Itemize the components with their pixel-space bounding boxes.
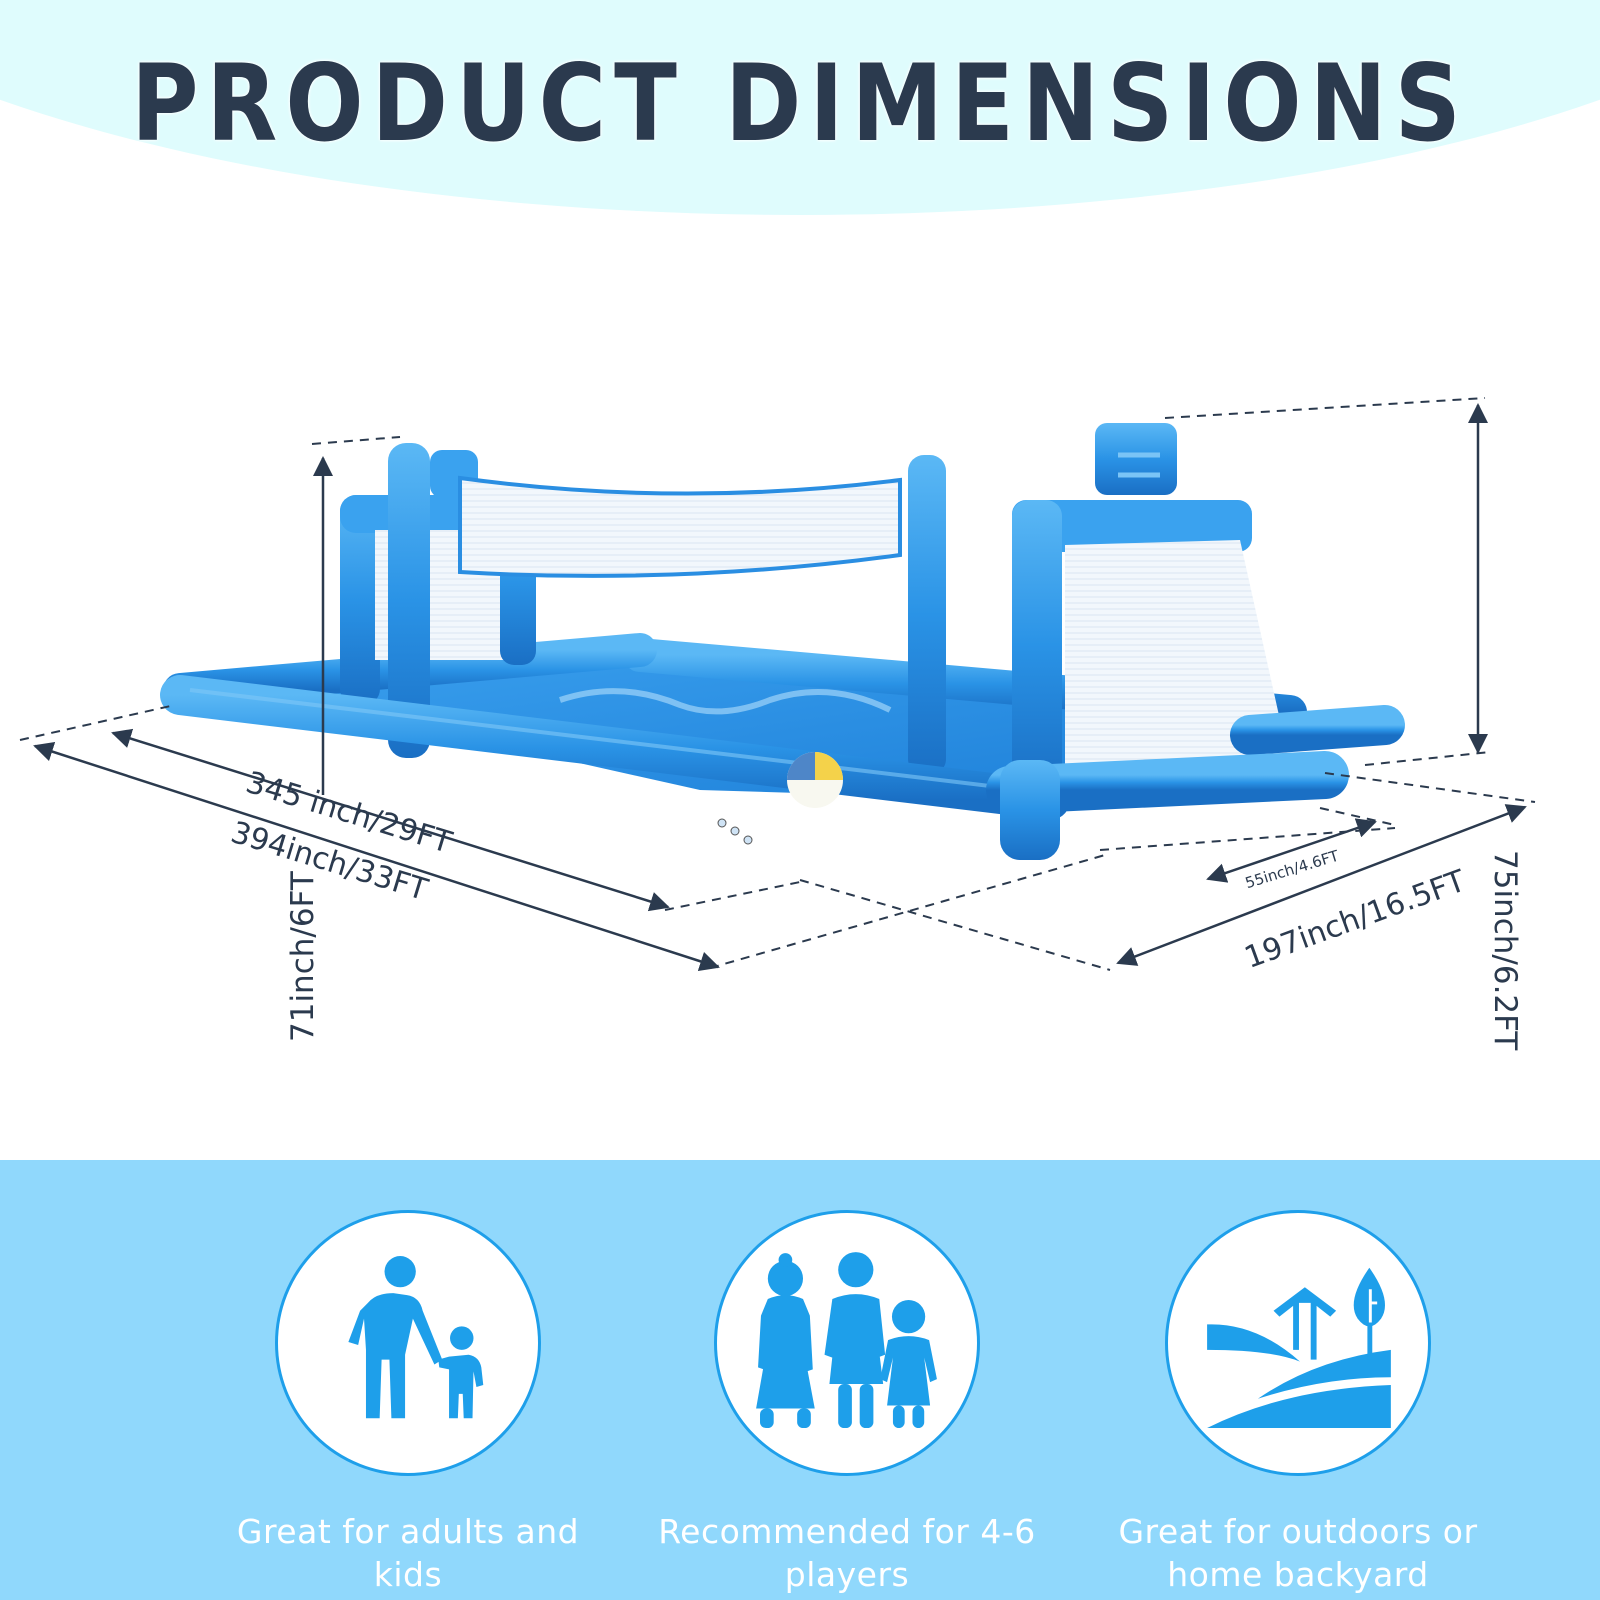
house-landscape-icon — [1207, 1267, 1391, 1429]
feature-label: Great for outdoors or home backyard — [1118, 1512, 1478, 1594]
height-right-label: 75inch/6.2FT — [1487, 850, 1523, 1051]
feature-label: Recommended for 4-6 players — [658, 1512, 1036, 1594]
feature-adults-kids: Great for adults and kids — [208, 1210, 608, 1596]
inflatable-pool-image — [19, 397, 1536, 971]
feature-icon-circle — [1165, 1210, 1431, 1476]
adult-and-child-icon — [348, 1256, 484, 1419]
feature-label: Great for adults and kids — [236, 1512, 580, 1594]
feature-outdoors: Great for outdoors or home backyard — [1098, 1210, 1498, 1596]
height-left-label: 71inch/6FT — [285, 871, 321, 1042]
feature-icon-circle — [714, 1210, 980, 1476]
feature-players: Recommended for 4-6 players — [647, 1210, 1047, 1596]
feature-icon-circle — [275, 1210, 541, 1476]
product-illustration: 71inch/6FT 75inch/6.2FT 345 inch/29FT 39… — [0, 380, 1600, 1050]
family-group-icon — [756, 1252, 937, 1429]
page-title: PRODUCT DIMENSIONS — [131, 42, 1469, 166]
